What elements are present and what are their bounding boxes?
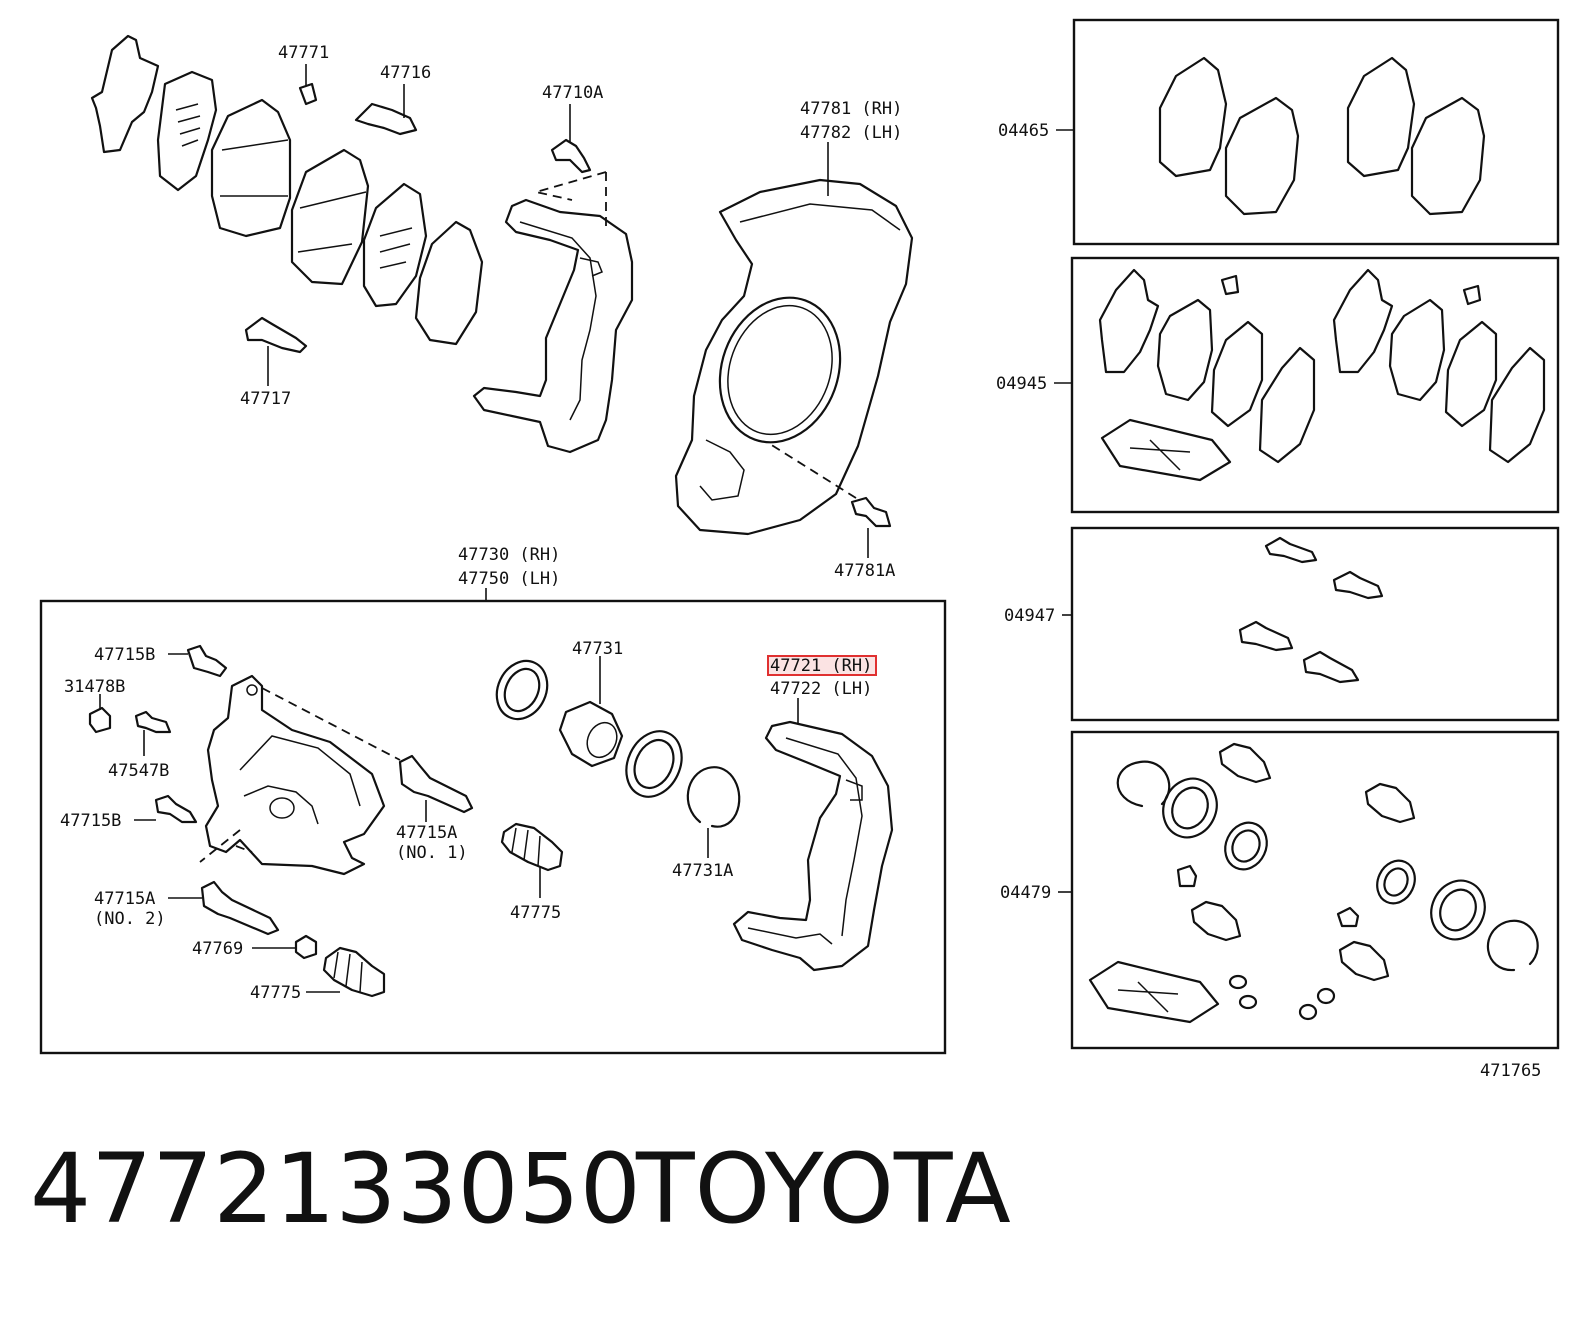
disc-brake-dust-cover (674, 178, 914, 536)
pad-wear-indicator-47716: 47716 (354, 63, 431, 136)
disc-brake-mounting-47721 (732, 720, 894, 972)
boot-set-ring-47731A: 47731A (672, 766, 741, 881)
callout-47731A: 47731A (672, 861, 733, 881)
pad-shim-center (362, 182, 428, 308)
callout-04947: 04947 (1004, 606, 1055, 626)
caption-brand: TOYOTA (635, 1133, 1011, 1245)
brake-pad-inner (290, 148, 370, 286)
bracket-bolt-47710A: 47710A (542, 83, 603, 174)
pad-support-plate-47717: 47717 (240, 316, 308, 409)
kit-04465-pads (1158, 56, 1486, 216)
pad-anti-squeal-shim-outer (90, 34, 160, 154)
callout-47775-left: 47775 (250, 983, 301, 1003)
cylinder-boot (625, 730, 683, 798)
callout-47781-rh: 47781 (RH) (800, 99, 902, 119)
callout-04479: 04479 (1000, 883, 1051, 903)
caption-part-number: 4772133050 (30, 1133, 641, 1245)
kit-box-04947 (1070, 526, 1560, 722)
guide-pin-47715A-no1: 47715A (NO. 1) (396, 754, 474, 863)
caliper-piston-47731: 47731 (558, 639, 623, 768)
kit-04479-seals (1088, 742, 1539, 1024)
callout-47769: 47769 (192, 939, 243, 959)
callout-47775-center: 47775 (510, 903, 561, 923)
brake-pad-outer (210, 98, 292, 238)
callout-04465: 04465 (998, 121, 1049, 141)
callout-47731: 47731 (572, 639, 623, 659)
callout-04945: 04945 (996, 374, 1047, 394)
guide-pin-bushing-47769: 47769 (192, 934, 318, 960)
callout-47717: 47717 (240, 389, 291, 409)
callout-47716: 47716 (380, 63, 431, 83)
callout-no2: (NO. 2) (94, 909, 166, 929)
callout-47710A: 47710A (542, 83, 603, 103)
piston-seal-ring (495, 659, 549, 721)
callout-47715A-no1: 47715A (396, 823, 457, 843)
callout-47715A-no2: 47715A (94, 889, 155, 909)
highlight-box-47721 (767, 655, 877, 676)
caliper-assembly-box (39, 599, 947, 1055)
guide-boot-47775-center: 47775 (500, 822, 564, 923)
pad-shim-right (414, 220, 484, 346)
callout-31478B: 31478B (64, 677, 125, 697)
callout-47782-lh: 47782 (LH) (800, 123, 902, 143)
caliper-mounting-bracket (472, 198, 634, 454)
callout-47721-rh[interactable]: 47721 (RH) (770, 656, 872, 676)
bleeder-bolt-47715B-mid: 47715B (60, 794, 198, 831)
kit-box-04479 (1070, 730, 1560, 1050)
callout-47715B-top: 47715B (94, 645, 155, 665)
diagram-reference-number: 471765 (1480, 1061, 1541, 1081)
callout-47750-lh: 47750 (LH) (458, 569, 560, 589)
callout-47730-rh: 47730 (RH) (458, 545, 560, 565)
pad-support-clip-47771: 47771 (278, 43, 329, 106)
kit-box-04945 (1070, 256, 1560, 514)
kit-04947-plates (1238, 536, 1384, 684)
callout-47771: 47771 (278, 43, 329, 63)
callout-47547B: 47547B (108, 761, 169, 781)
callout-47722-lh: 47722 (LH) (770, 679, 872, 699)
dust-cover-bolt-47781A: 47781A (769, 443, 895, 581)
bleeder-cap-31478B: 31478B (64, 677, 125, 734)
bleeder-plug-47547B: 47547B (108, 710, 172, 781)
bleeder-bolt-47715B-top: 47715B (94, 644, 228, 678)
kit-04945-shims (1098, 268, 1546, 482)
guide-pin-47715A-no2: 47715A (NO. 2) (94, 880, 280, 936)
callout-47781A: 47781A (834, 561, 895, 581)
callout-47715B-mid: 47715B (60, 811, 121, 831)
callout-no1: (NO. 1) (396, 843, 468, 863)
guide-boot-47775-left: 47775 (250, 946, 386, 1003)
kit-box-04465 (1072, 18, 1560, 246)
pad-shim-inner (156, 70, 218, 192)
caliper-cylinder-body (204, 674, 386, 876)
